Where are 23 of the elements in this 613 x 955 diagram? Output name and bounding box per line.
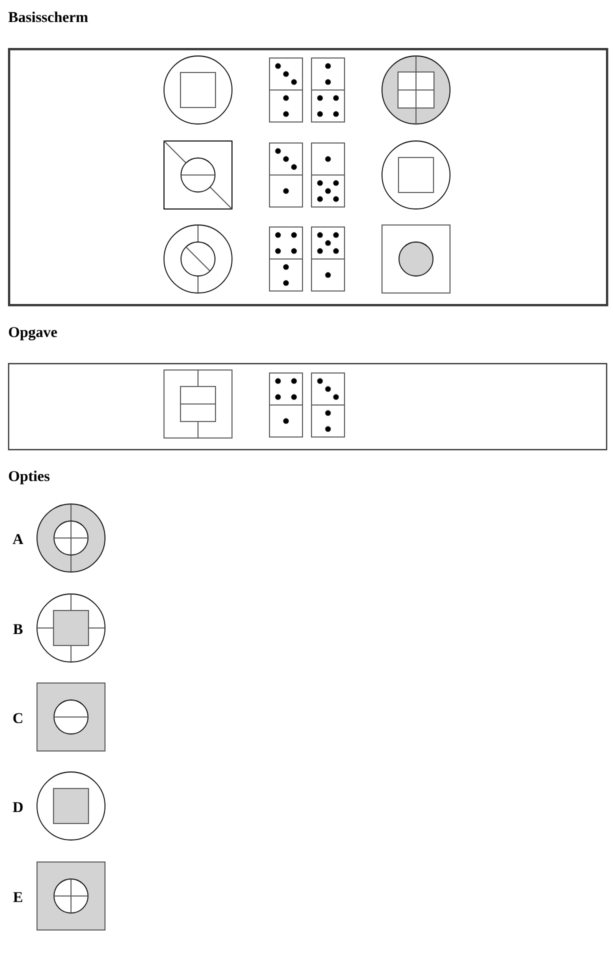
option-letter: E	[13, 892, 22, 902]
option-letter: D	[12, 802, 23, 812]
domino-drawing	[311, 58, 345, 122]
heading: Opgave	[8, 327, 57, 340]
figure-drawing	[164, 224, 232, 294]
option-letter: C	[13, 713, 22, 724]
figure-drawing	[382, 56, 450, 124]
domino-drawing	[269, 372, 303, 438]
domino-drawing	[311, 372, 345, 438]
domino-drawing	[269, 58, 303, 122]
figure-drawing	[382, 140, 450, 210]
domino-drawing	[311, 142, 345, 208]
figure-drawing	[164, 370, 232, 438]
option-letter: B	[13, 624, 23, 634]
option-letter: A	[12, 534, 24, 544]
figure-drawing	[164, 140, 232, 210]
figure-drawing	[164, 56, 232, 124]
heading: Opties	[8, 470, 50, 484]
domino-drawing	[269, 142, 303, 208]
figure-drawing	[382, 224, 450, 294]
heading: Basisscherm	[8, 12, 88, 22]
domino-drawing	[311, 226, 345, 292]
domino-drawing	[269, 226, 303, 292]
